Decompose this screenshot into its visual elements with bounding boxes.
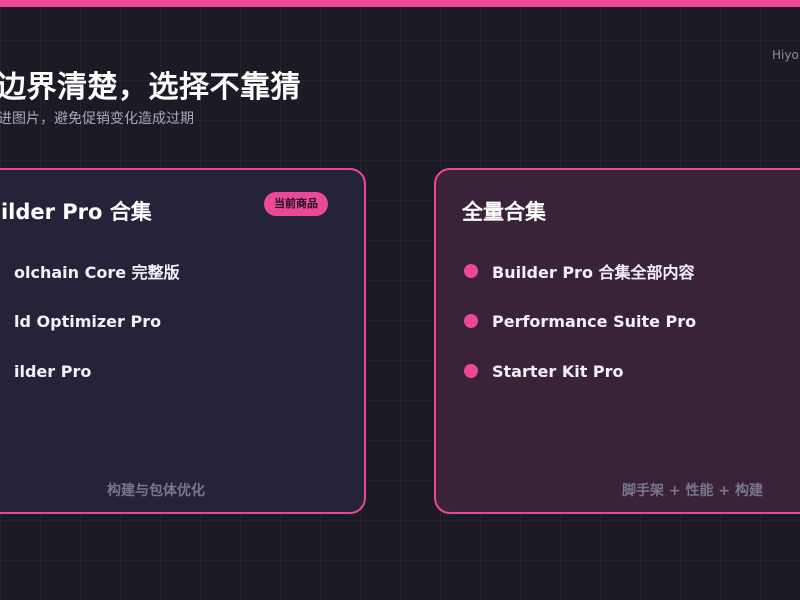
item-label: Performance Suite Pro <box>492 311 697 331</box>
list-item: Performance Suite Pro <box>464 296 696 346</box>
current-product-card[interactable]: uilder Pro 合集 当前商品 olchain Core 完整版 ld O… <box>0 168 366 514</box>
current-product-badge: 当前商品 <box>264 192 328 216</box>
included-items-list: Builder Pro 合集全部内容 Performance Suite Pro… <box>464 246 696 396</box>
card-title: 全量合集 <box>462 200 546 224</box>
card-footer-note: 构建与包体优化 <box>107 483 205 499</box>
list-item: olchain Core 完整版 <box>0 246 180 296</box>
card-title: uilder Pro 合集 <box>0 200 152 224</box>
item-label: Builder Pro 合集全部内容 <box>492 263 695 282</box>
page-title: 边界清楚，选择不靠猜 <box>0 70 301 105</box>
page-subtitle: 进图片，避免促销变化造成过期 <box>0 111 194 127</box>
bullet-dot-icon <box>464 364 478 378</box>
list-item: Starter Kit Pro <box>464 346 696 396</box>
list-item: Builder Pro 合集全部内容 <box>464 246 696 296</box>
item-label: Starter Kit Pro <box>492 361 624 381</box>
list-item: ld Optimizer Pro <box>0 296 180 346</box>
list-item: ilder Pro <box>0 346 180 396</box>
accent-top-bar <box>0 0 800 7</box>
card-footer-note: 脚手架 + 性能 + 构建 <box>622 483 763 499</box>
item-label: ld Optimizer Pro <box>14 311 162 331</box>
bullet-dot-icon <box>464 264 478 278</box>
included-items-list: olchain Core 完整版 ld Optimizer Pro ilder … <box>0 246 180 396</box>
item-label: olchain Core 完整版 <box>14 263 180 282</box>
item-label: ilder Pro <box>14 361 92 381</box>
full-bundle-card[interactable]: 全量合集 Builder Pro 合集全部内容 Performance Suit… <box>434 168 800 514</box>
bullet-dot-icon <box>464 314 478 328</box>
brand-label: Hiyo <box>772 48 799 62</box>
